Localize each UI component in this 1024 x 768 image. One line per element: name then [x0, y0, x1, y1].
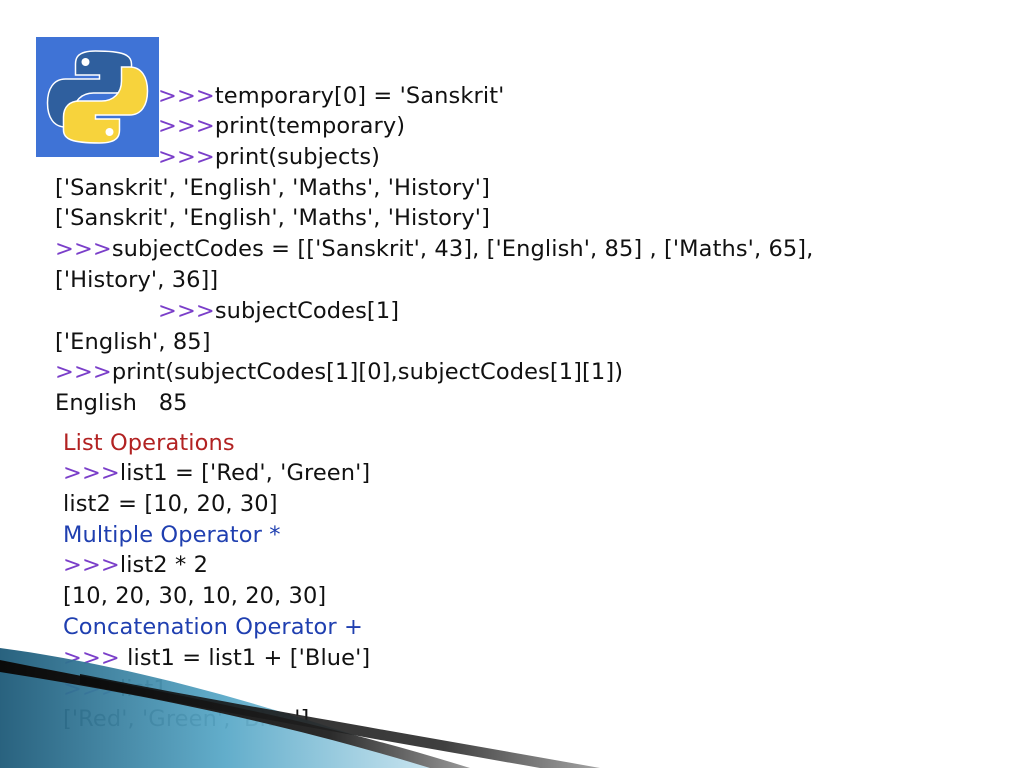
python-logo-icon: [36, 37, 159, 157]
code-line: >>>print(temporary): [158, 112, 405, 140]
code-line: >>> list1 = list1 + ['Blue']: [63, 644, 370, 672]
code-line: >>>subjectCodes[1]: [158, 297, 399, 325]
code-text: list2 * 2: [119, 552, 208, 578]
code-text: subjectCodes = [['Sanskrit', 43], ['Engl…: [111, 236, 814, 262]
output-line: ['Sanskrit', 'English', 'Maths', 'Histor…: [55, 175, 490, 201]
code-text: list1: [119, 676, 168, 702]
output-line: [10, 20, 30, 10, 20, 30]: [63, 583, 327, 609]
subheading-concatenation-operator: Concatenation Operator +: [63, 614, 363, 640]
code-line: >>>print(subjects): [158, 143, 380, 171]
code-line: >>>temporary[0] = 'Sanskrit': [158, 82, 504, 110]
prompt-marker: >>>: [63, 460, 120, 486]
subheading-multiple-operator: Multiple Operator *: [63, 522, 281, 548]
code-line: >>>subjectCodes = [['Sanskrit', 43], ['E…: [55, 235, 813, 263]
code-text: subjectCodes[1]: [214, 298, 400, 324]
prompt-marker: >>>: [55, 359, 112, 385]
section-heading: List Operations: [63, 430, 235, 456]
prompt-marker: >>>: [63, 552, 120, 578]
output-line: ['Sanskrit', 'English', 'Maths', 'Histor…: [55, 205, 490, 231]
code-text: list1 = list1 + ['Blue']: [119, 645, 371, 671]
prompt-marker: >>>: [55, 236, 112, 262]
output-line: ['English', 85]: [55, 329, 211, 355]
prompt-marker: >>>: [158, 113, 215, 139]
code-text: print(temporary): [214, 113, 406, 139]
output-line: ['History', 36]]: [55, 267, 219, 293]
output-line: English 85: [55, 390, 188, 416]
code-line: >>>list1: [63, 675, 168, 703]
code-text: print(subjectCodes[1][0],subjectCodes[1]…: [111, 359, 624, 385]
prompt-marker: >>>: [158, 83, 215, 109]
prompt-marker: >>>: [63, 645, 120, 671]
output-line: ['Red', 'Green', 'Blue']: [63, 706, 310, 732]
code-line: >>>list1 = ['Red', 'Green']: [63, 459, 370, 487]
prompt-marker: >>>: [158, 144, 215, 170]
code-text: list1 = ['Red', 'Green']: [119, 460, 371, 486]
prompt-marker: >>>: [63, 676, 120, 702]
code-line: >>>list2 * 2: [63, 551, 208, 579]
code-text: print(subjects): [214, 144, 381, 170]
code-text: temporary[0] = 'Sanskrit': [214, 83, 505, 109]
prompt-marker: >>>: [158, 298, 215, 324]
code-line: >>>print(subjectCodes[1][0],subjectCodes…: [55, 358, 623, 386]
code-line: list2 = [10, 20, 30]: [63, 491, 278, 517]
